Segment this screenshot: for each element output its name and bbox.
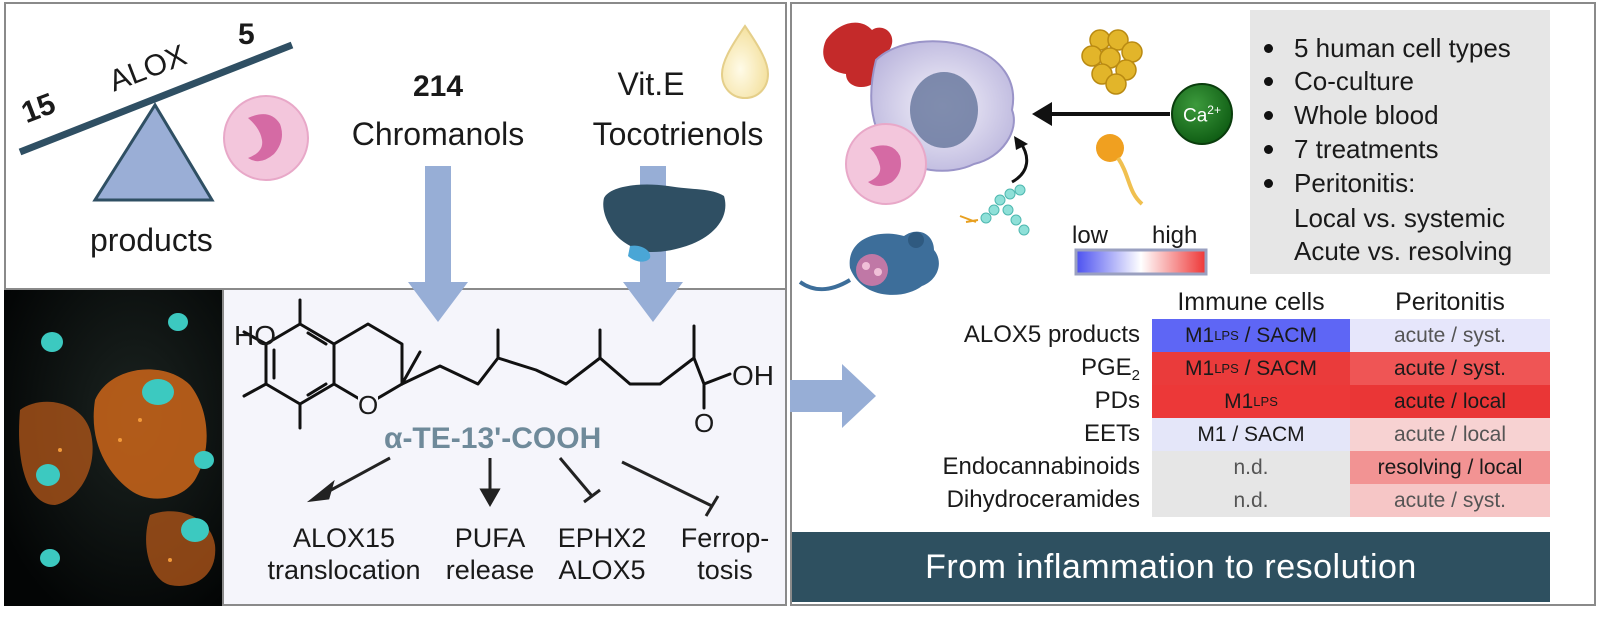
table-cell-peritonitis: acute / syst. xyxy=(1393,488,1507,512)
study-subitem: Local vs. systemic xyxy=(1294,203,1505,233)
molecule-ring-o: O xyxy=(358,390,379,420)
table-cell-peritonitis: acute / local xyxy=(1393,389,1507,413)
table-cell-peritonitis: resolving / local xyxy=(1377,455,1523,479)
row-label: EETs xyxy=(1083,420,1140,447)
row-label-subscript: 2 xyxy=(1131,367,1140,384)
effect-arrows xyxy=(306,456,720,517)
molecule-oh: OH xyxy=(732,360,774,391)
chromanols-label: Chromanols xyxy=(351,116,525,152)
molecule-acid-o: O xyxy=(694,408,715,438)
cell-suffix: / SACM xyxy=(1244,356,1317,380)
study-summary-box: 5 human cell types Co-culture Whole bloo… xyxy=(1250,10,1550,274)
cell-main: M1 xyxy=(1185,356,1215,380)
study-item: 5 human cell types xyxy=(1264,33,1511,63)
table-cell-immune: n.d. xyxy=(1233,488,1269,512)
row-label: Dihydroceramides xyxy=(946,486,1140,513)
effect-alox15: ALOX15 translocation xyxy=(258,522,430,587)
liver-icon xyxy=(603,184,726,262)
effect-ephx2-line2: ALOX5 xyxy=(558,555,646,586)
calcium-charge: 2+ xyxy=(1207,103,1221,117)
scale-low-label: low xyxy=(1072,222,1109,249)
cell-subscript: LPS xyxy=(1214,328,1239,343)
row-label: PDs xyxy=(1094,387,1140,414)
calcium-label: Ca2+ xyxy=(1183,104,1221,125)
heatmap-cells xyxy=(1152,319,1550,517)
study-item: Co-culture xyxy=(1264,66,1414,96)
table-cell-peritonitis: acute / syst. xyxy=(1393,356,1507,380)
neutrophil-icon xyxy=(223,95,309,181)
study-item-text: Peritonitis: xyxy=(1294,168,1416,198)
cells-illustration xyxy=(798,22,1233,295)
effect-alox15-line1: ALOX15 xyxy=(292,523,396,553)
microscopy-image xyxy=(4,290,222,606)
cell-subscript: LPS xyxy=(1253,394,1278,409)
col-header-peritonitis: Peritonitis xyxy=(1395,288,1505,316)
chromanol-count: 214 xyxy=(412,70,464,103)
right-panel xyxy=(790,2,1596,606)
cell-main: M1 xyxy=(1185,323,1215,347)
cell-suffix: / SACM xyxy=(1244,323,1317,347)
effect-ephx2: EPHX2 ALOX5 xyxy=(552,522,652,587)
row-label: PGE2 xyxy=(850,354,1140,384)
study-item-text: Whole blood xyxy=(1294,100,1439,130)
col-header-immune: Immune cells xyxy=(1177,288,1325,316)
scale-high-label: high xyxy=(1152,222,1198,249)
effect-ferroptosis-line1: Ferrop- xyxy=(680,523,770,553)
study-item: Whole blood xyxy=(1264,100,1439,130)
row-label-main: PGE xyxy=(1080,354,1132,381)
products-label: products xyxy=(90,222,213,258)
cell-main: M1 xyxy=(1224,389,1254,413)
table-cell-peritonitis: acute / syst. xyxy=(1393,323,1507,347)
effect-ferroptosis-line2: tosis xyxy=(697,555,753,586)
table-cell-immune: M1 / SACM xyxy=(1197,422,1305,446)
row-label: Endocannabinoids xyxy=(942,453,1141,480)
study-item-text: 5 human cell types xyxy=(1294,33,1511,63)
calcium-symbol: Ca xyxy=(1183,105,1208,127)
tocotrienols-label: Tocotrienols xyxy=(592,116,764,152)
effect-ephx2-line1: EPHX2 xyxy=(557,523,647,553)
cell-subscript: LPS xyxy=(1214,361,1239,376)
effect-pufa-line1: PUFA xyxy=(454,523,526,553)
table-cell-immune: n.d. xyxy=(1233,455,1269,479)
study-item-text: Co-culture xyxy=(1294,66,1414,96)
effect-pufa: PUFA release xyxy=(432,522,548,587)
study-item: 7 treatments xyxy=(1264,134,1439,164)
molecule-name: α-TE-13'-COOH xyxy=(384,422,602,455)
effect-ferroptosis: Ferrop- tosis xyxy=(670,522,780,587)
study-item-text: 7 treatments xyxy=(1294,134,1439,164)
effect-alox15-line2: translocation xyxy=(267,555,421,586)
molecule-ho: HO xyxy=(234,320,276,351)
effect-pufa-line2: release xyxy=(445,555,535,586)
right-arrow xyxy=(790,364,876,428)
study-item: Peritonitis: xyxy=(1264,168,1416,198)
table-cell-peritonitis: acute / local xyxy=(1393,422,1507,446)
footer-banner: From inflammation to resolution xyxy=(792,532,1550,602)
molecule-structure xyxy=(242,298,732,430)
vitamin-e-label: Vit.E xyxy=(617,66,685,102)
alox5-number: 5 xyxy=(238,18,255,51)
seesaw-icon xyxy=(18,41,294,202)
oil-drop-icon xyxy=(720,24,770,100)
row-label: ALOX5 products xyxy=(963,321,1140,348)
study-subitem: Acute vs. resolving xyxy=(1294,236,1513,266)
